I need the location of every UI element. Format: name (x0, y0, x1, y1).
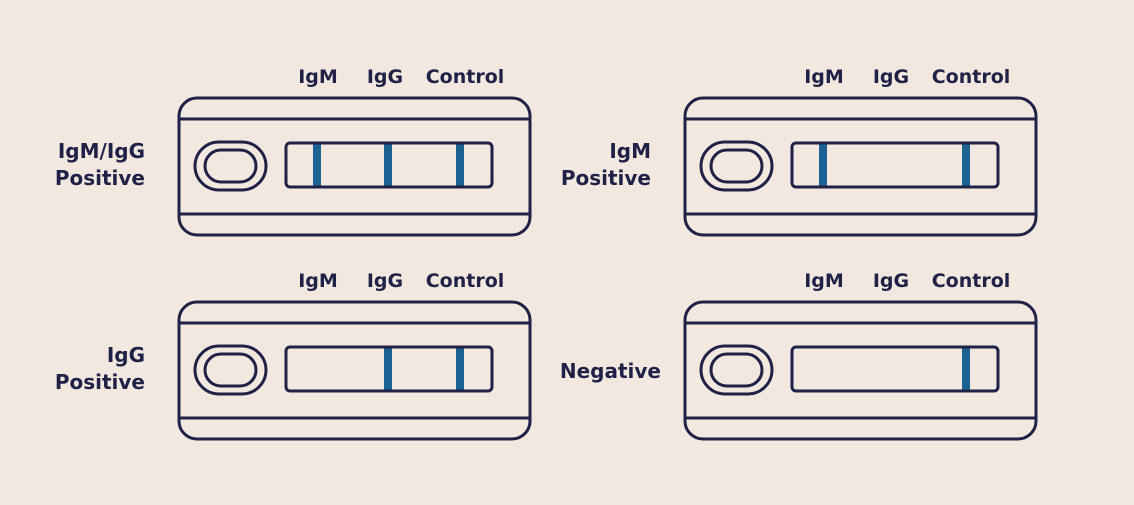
result-window (790, 141, 1000, 189)
band-line-igm (313, 144, 321, 186)
band-line-control (962, 348, 970, 390)
sample-well-outer (193, 344, 268, 396)
band-label: Control (932, 270, 1011, 292)
test-cassette (177, 96, 532, 237)
sample-well-inner (709, 148, 764, 184)
result-label: Positive (561, 166, 651, 190)
result-label: Positive (55, 166, 145, 190)
band-line-igg (384, 144, 392, 186)
band-label: IgM (298, 270, 338, 292)
result-label: IgM (609, 139, 651, 163)
sample-well-outer (193, 140, 268, 192)
band-line-control (456, 144, 464, 186)
sample-well-inner (203, 352, 258, 388)
result-window (284, 345, 494, 393)
band-line-control (962, 144, 970, 186)
test-cassette (177, 300, 532, 441)
result-label: IgG (107, 343, 145, 367)
sample-well-inner (709, 352, 764, 388)
band-line-control (456, 348, 464, 390)
band-label: Control (426, 66, 505, 88)
band-label: Control (932, 66, 1011, 88)
band-label: IgM (804, 66, 844, 88)
test-cassette (683, 300, 1038, 441)
band-label: IgG (367, 270, 403, 292)
band-label: IgG (873, 270, 909, 292)
band-label: IgG (873, 66, 909, 88)
result-window (284, 141, 494, 189)
test-cassette (683, 96, 1038, 237)
band-label: IgG (367, 66, 403, 88)
band-line-igg (384, 348, 392, 390)
band-label: Control (426, 270, 505, 292)
band-line-igm (819, 144, 827, 186)
sample-well-inner (203, 148, 258, 184)
result-label: Negative (560, 359, 661, 383)
result-label: IgM/IgG (58, 139, 145, 163)
band-label: IgM (298, 66, 338, 88)
band-label: IgM (804, 270, 844, 292)
result-window (790, 345, 1000, 393)
sample-well-outer (699, 344, 774, 396)
result-label: Positive (55, 370, 145, 394)
sample-well-outer (699, 140, 774, 192)
